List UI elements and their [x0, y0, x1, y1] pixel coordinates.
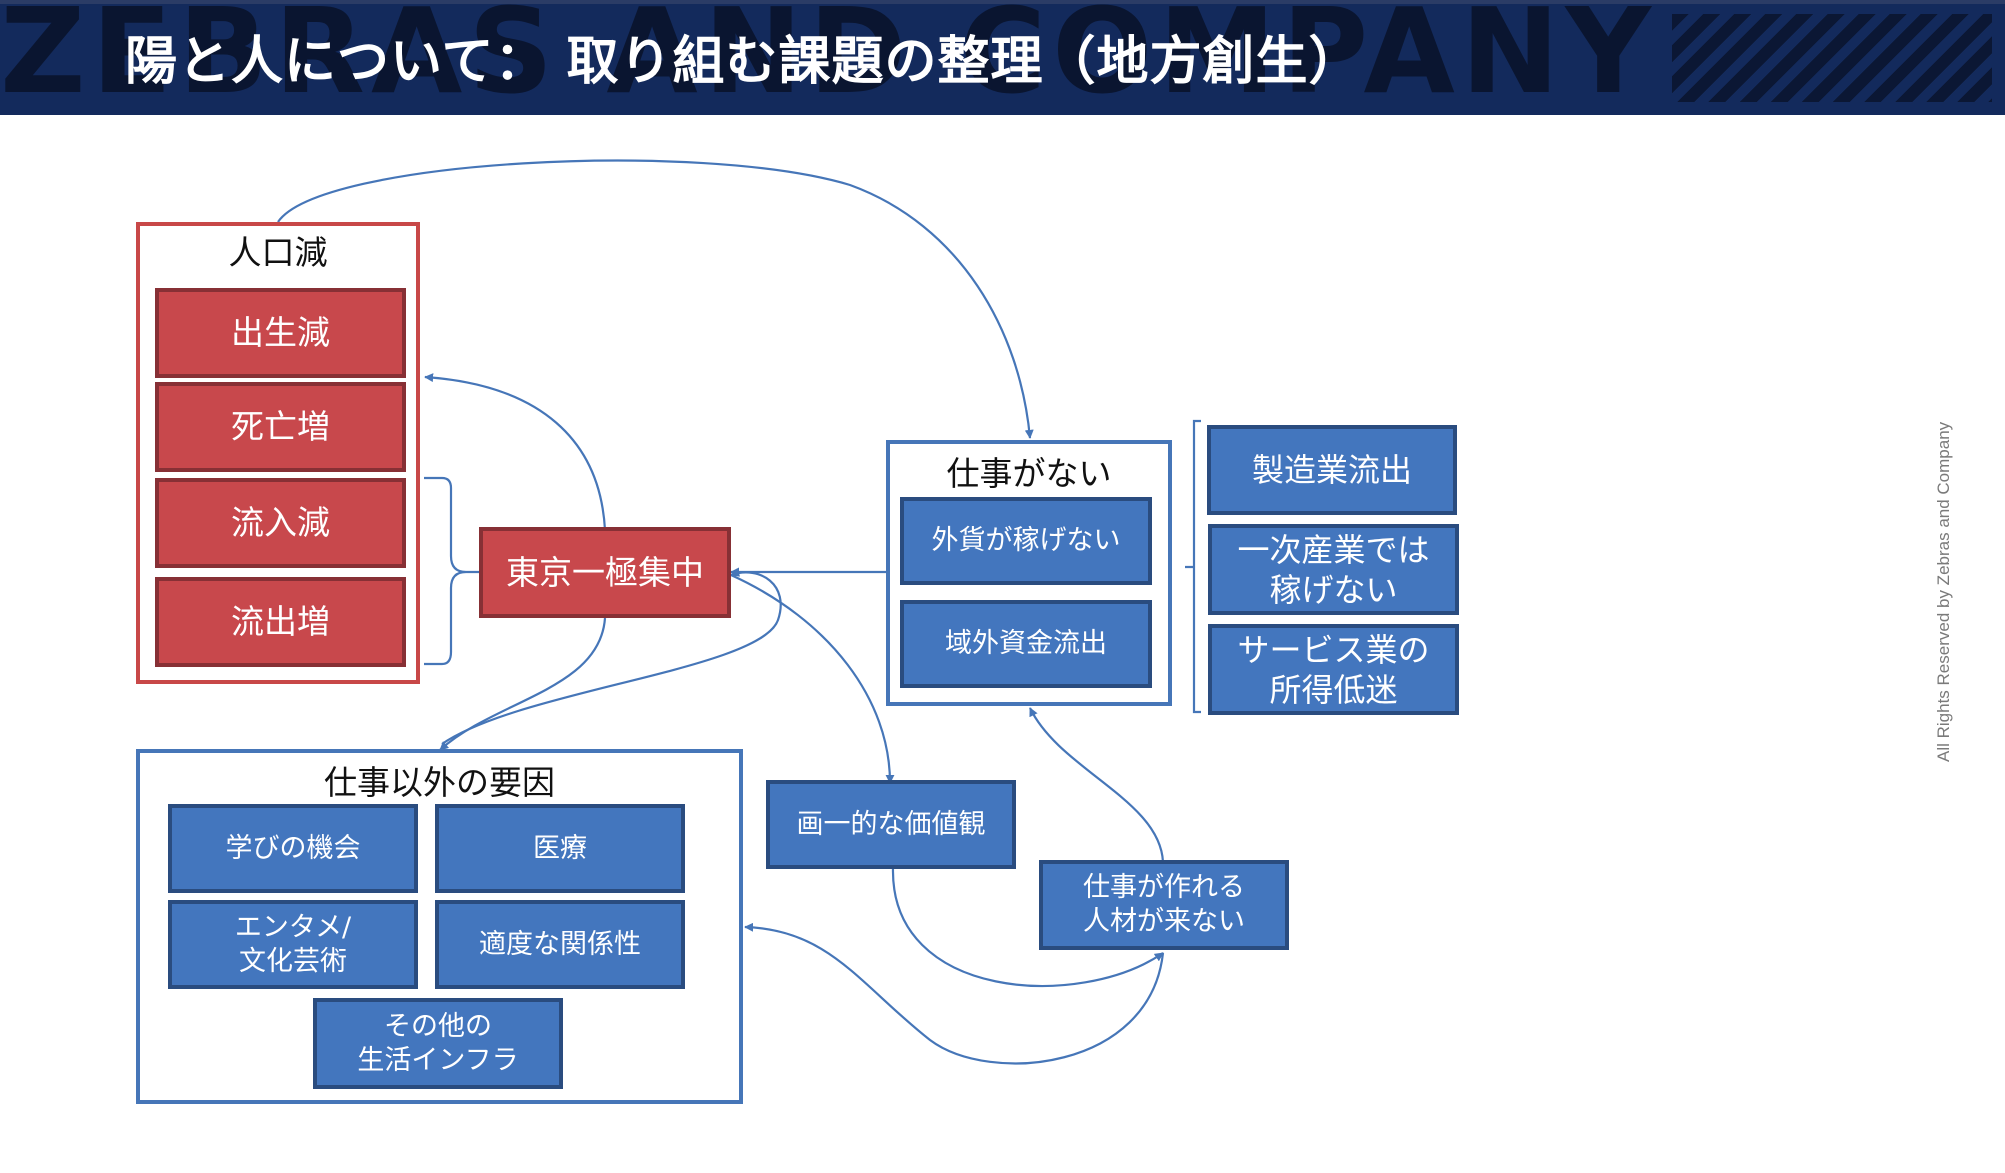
bracket-population-flows [424, 476, 482, 666]
arrow-tokyo-to-population [424, 373, 607, 531]
cannot-earn-foreign-currency-box: 外貨が稼げない [900, 497, 1152, 585]
no-jobs-frame: 仕事がない [886, 440, 1172, 706]
bracket-industry [1185, 419, 1201, 714]
arrow-nojobcreators-to-nojobs [1029, 707, 1165, 863]
title-banner: ZEBRAS AND COMPANY 陽と人について： 取り組む課題の整理（地方… [0, 0, 2005, 115]
tokyo-concentration-box: 東京一極集中 [479, 527, 731, 618]
service-industry-income-box: サービス業の 所得低迷 [1208, 624, 1459, 715]
primary-industry-box: 一次産業では 稼げない [1208, 524, 1459, 615]
manufacturing-outflow-box: 製造業流出 [1207, 425, 1457, 515]
non-job-factors-label: 仕事以外の要因 [324, 763, 555, 802]
entertainment-culture-box: エンタメ/ 文化芸術 [168, 900, 418, 989]
no-jobs-label: 仕事がない [946, 454, 1112, 493]
inflow-decrease-box: 流入減 [155, 478, 406, 568]
arrow-uniform-to-nojobcreators [891, 867, 1164, 988]
banner-top-line [0, 0, 2005, 4]
banner-watermark: ZEBRAS AND COMPANY [0, 0, 1657, 115]
page-title: 陽と人について： 取り組む課題の整理（地方創生） [125, 32, 1362, 92]
capital-outflow-box: 域外資金流出 [900, 600, 1152, 688]
moderate-relationships-box: 適度な関係性 [435, 900, 685, 989]
uniform-values-box: 画一的な価値観 [766, 780, 1016, 869]
arrow-loop-tokyo-nonjob [441, 568, 782, 745]
medical-care-box: 医療 [435, 804, 685, 893]
population-decline-label: 人口減 [228, 233, 328, 272]
copyright-text: All Rights Reserved by Zebras and Compan… [1934, 421, 1953, 762]
arrow-nojobcreators-to-nonjob [744, 922, 1165, 1065]
birth-decrease-box: 出生減 [155, 288, 406, 378]
non-job-factors-frame: 仕事以外の要因 [136, 749, 743, 1104]
no-job-creators-box: 仕事が作れる 人材が来ない [1039, 860, 1289, 950]
other-infrastructure-box: その他の 生活インフラ [313, 998, 563, 1089]
arrow-tokyo-to-uniform [730, 573, 895, 784]
population-decline-frame: 人口減 [136, 222, 420, 684]
death-increase-box: 死亡増 [155, 382, 406, 472]
learning-opportunity-box: 学びの機会 [168, 804, 418, 893]
arrow-population-to-nojobs [277, 159, 1034, 439]
outflow-increase-box: 流出増 [155, 577, 406, 667]
zebra-stripes-decoration [1672, 14, 1992, 102]
